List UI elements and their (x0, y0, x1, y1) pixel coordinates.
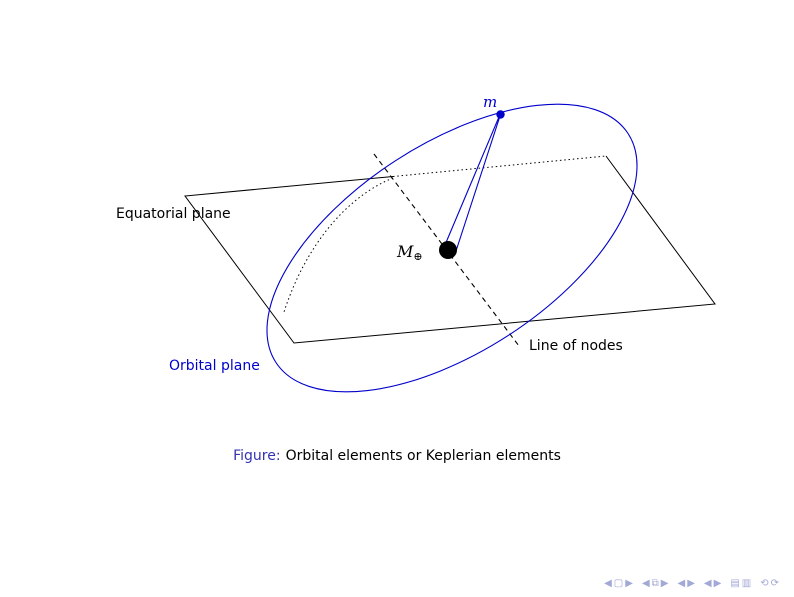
nav-subsection-forward-icon[interactable]: ▶ (687, 578, 695, 589)
figure-caption-prefix: Figure: (233, 448, 281, 464)
nav-section-back-icon[interactable]: ◀ (703, 578, 712, 589)
earth-mass-symbol: M (396, 242, 414, 261)
nav-history-forward-icon[interactable]: ⟳ (770, 578, 779, 589)
orbit-ellipse (266, 103, 638, 393)
orbital-plane-label: Orbital plane (169, 358, 260, 374)
radius-vector-right (455, 114, 502, 252)
nav-frame-back-icon[interactable]: ◀ (641, 578, 650, 589)
nav-presentation-icon[interactable]: ▤ (730, 578, 740, 589)
nav-subsection-back-icon[interactable]: ◀ (677, 578, 686, 589)
nav-appendix-icon[interactable]: ▥ (741, 578, 752, 589)
nav-frame-icon[interactable]: ⧉ (651, 578, 659, 589)
figure-caption-text: Orbital elements or Keplerian elements (285, 448, 561, 464)
earth-mass-label: M⊕ (396, 242, 423, 263)
equatorial-plane-label: Equatorial plane (116, 206, 231, 222)
orbit-hidden-arc (283, 177, 394, 313)
nav-section-forward-icon[interactable]: ▶ (713, 578, 722, 589)
satellite-mass-label: m (483, 93, 497, 111)
earth-dot (439, 241, 457, 259)
equatorial-plane-hidden-edge (392, 155, 607, 177)
nav-history-back-icon[interactable]: ⟲ (760, 578, 769, 589)
satellite-dot (496, 110, 505, 119)
figure-caption: Figure:Orbital elements or Keplerian ele… (0, 448, 794, 464)
nav-frame-forward-icon[interactable]: ▶ (660, 578, 669, 589)
nav-slide-forward-icon[interactable]: ▶ (625, 578, 633, 589)
earth-mass-subscript: ⊕ (413, 250, 422, 263)
nav-slide-icon[interactable]: ▢ (613, 578, 624, 589)
equatorial-plane-outline (184, 155, 716, 344)
radius-vector-left (442, 114, 501, 249)
line-of-nodes-label: Line of nodes (529, 338, 623, 354)
beamer-navigation-bar: ◀ ▢ ▶ ◀ ⧉ ▶ ◀ ▶ ◀ ▶ ▤ ▥ ⟲ ⟳ (604, 578, 779, 590)
nav-slide-back-icon[interactable]: ◀ (604, 578, 612, 589)
